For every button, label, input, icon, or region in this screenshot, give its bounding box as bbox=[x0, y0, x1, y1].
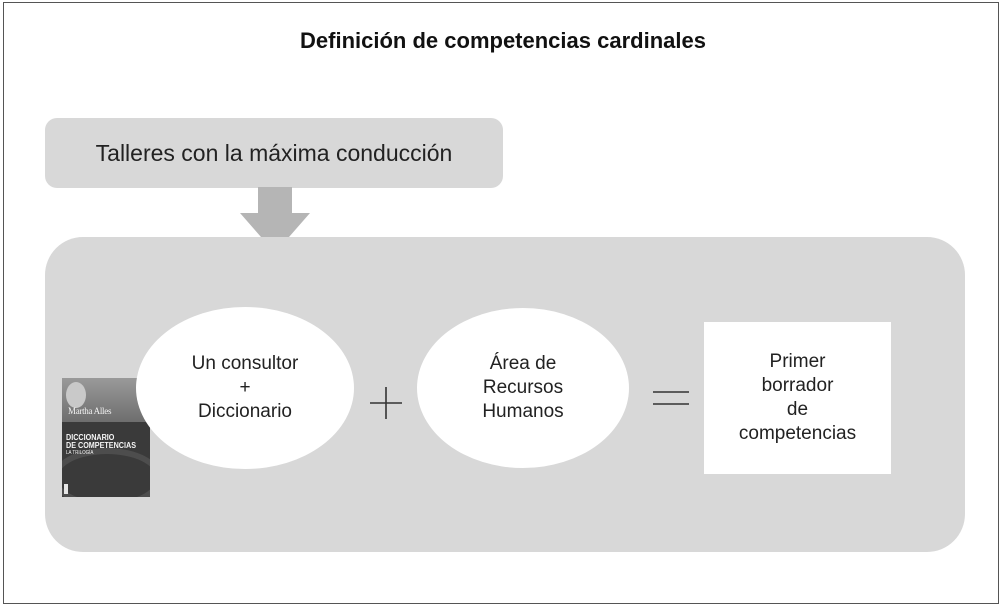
first-draft-box: Primer borrador de competencias bbox=[704, 322, 891, 474]
book-author: Martha Alles bbox=[68, 406, 112, 416]
oval-line: Diccionario bbox=[198, 401, 292, 422]
oval-line: Área de bbox=[489, 353, 557, 374]
book-subtitle: LA TRILOGÍA bbox=[66, 450, 94, 456]
workshop-box: Talleres con la máxima conducción bbox=[45, 118, 503, 188]
book-cover-photo bbox=[62, 378, 150, 422]
result-line: Primer bbox=[769, 351, 826, 372]
publisher-logo bbox=[64, 484, 68, 494]
oval-line: + bbox=[239, 377, 251, 398]
book-cover-image: Martha Alles DICCIONARIO DE COMPETENCIAS… bbox=[62, 378, 150, 497]
result-line: borrador bbox=[761, 375, 834, 396]
book-swirl-graphic bbox=[62, 448, 150, 497]
workshop-label: Talleres con la máxima conducción bbox=[95, 139, 453, 166]
equals-icon bbox=[653, 391, 689, 405]
plus-icon bbox=[370, 387, 402, 419]
page-title: Definición de competencias cardinales bbox=[300, 28, 706, 53]
down-arrow-icon bbox=[240, 187, 310, 253]
oval-line: Recursos bbox=[482, 377, 564, 398]
diagram-frame bbox=[3, 2, 999, 604]
result-line: competencias bbox=[738, 423, 857, 444]
book-title: DICCIONARIO DE COMPETENCIAS LA TRILOGÍA bbox=[66, 434, 140, 457]
book-title-line: DICCIONARIO bbox=[66, 433, 115, 442]
oval-line: Humanos bbox=[482, 401, 564, 422]
oval-line: Un consultor bbox=[191, 353, 299, 374]
hr-area-oval: Área de Recursos Humanos bbox=[417, 308, 629, 468]
book-title-line: DE COMPETENCIAS bbox=[66, 441, 137, 450]
result-line: de bbox=[786, 399, 809, 420]
consultant-dictionary-oval: Un consultor + Diccionario bbox=[136, 307, 354, 469]
author-photo bbox=[66, 382, 86, 408]
